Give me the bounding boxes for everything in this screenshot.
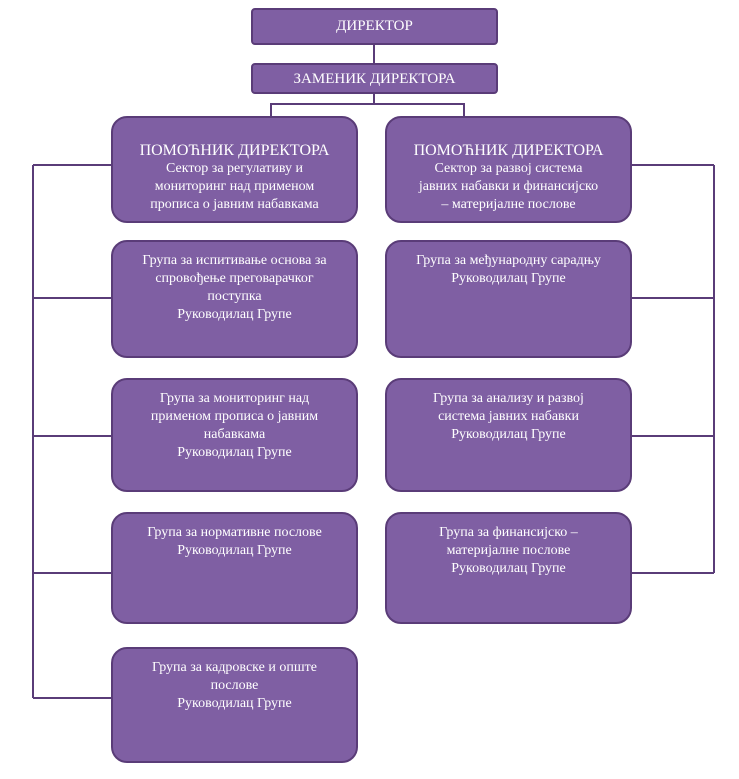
left-group-box-2: Група за мониторинг над применом прописа… — [111, 378, 358, 492]
assistant-director-right-box: ПОМОЋНИК ДИРЕКТОРА Сектор за развој систе… — [385, 116, 632, 223]
right-group-box-1: Група за међународну сарадњу Руководилац… — [385, 240, 632, 358]
assistant-left-sector: Сектор за регулативу и мониторинг над пр… — [150, 161, 319, 212]
deputy-director-box: ЗАМЕНИК ДИРЕКТОРА — [251, 63, 498, 94]
right-group-box-2: Група за анализу и развој система јавних… — [385, 378, 632, 492]
assistant-right-title: ПОМОЋНИК ДИРЕКТОРА — [413, 142, 604, 159]
left-group-box-4: Група за кадровске и опште послове Руков… — [111, 647, 358, 763]
left-group-box-3: Група за нормативне послове Руководилац … — [111, 512, 358, 624]
assistant-director-left-box: ПОМОЋНИК ДИРЕКТОРА Сектор за регулативу и… — [111, 116, 358, 223]
director-box: ДИРЕКТОР — [251, 8, 498, 45]
left-group-box-1: Група за испитивање основа за спровођење… — [111, 240, 358, 358]
assistant-right-sector: Сектор за развој система јавних набавки … — [418, 161, 599, 212]
right-group-box-3: Група за финансијско – материјалне посло… — [385, 512, 632, 624]
assistant-left-title: ПОМОЋНИК ДИРЕКТОРА — [139, 142, 330, 159]
connector-deputy-assistants — [270, 103, 465, 116]
